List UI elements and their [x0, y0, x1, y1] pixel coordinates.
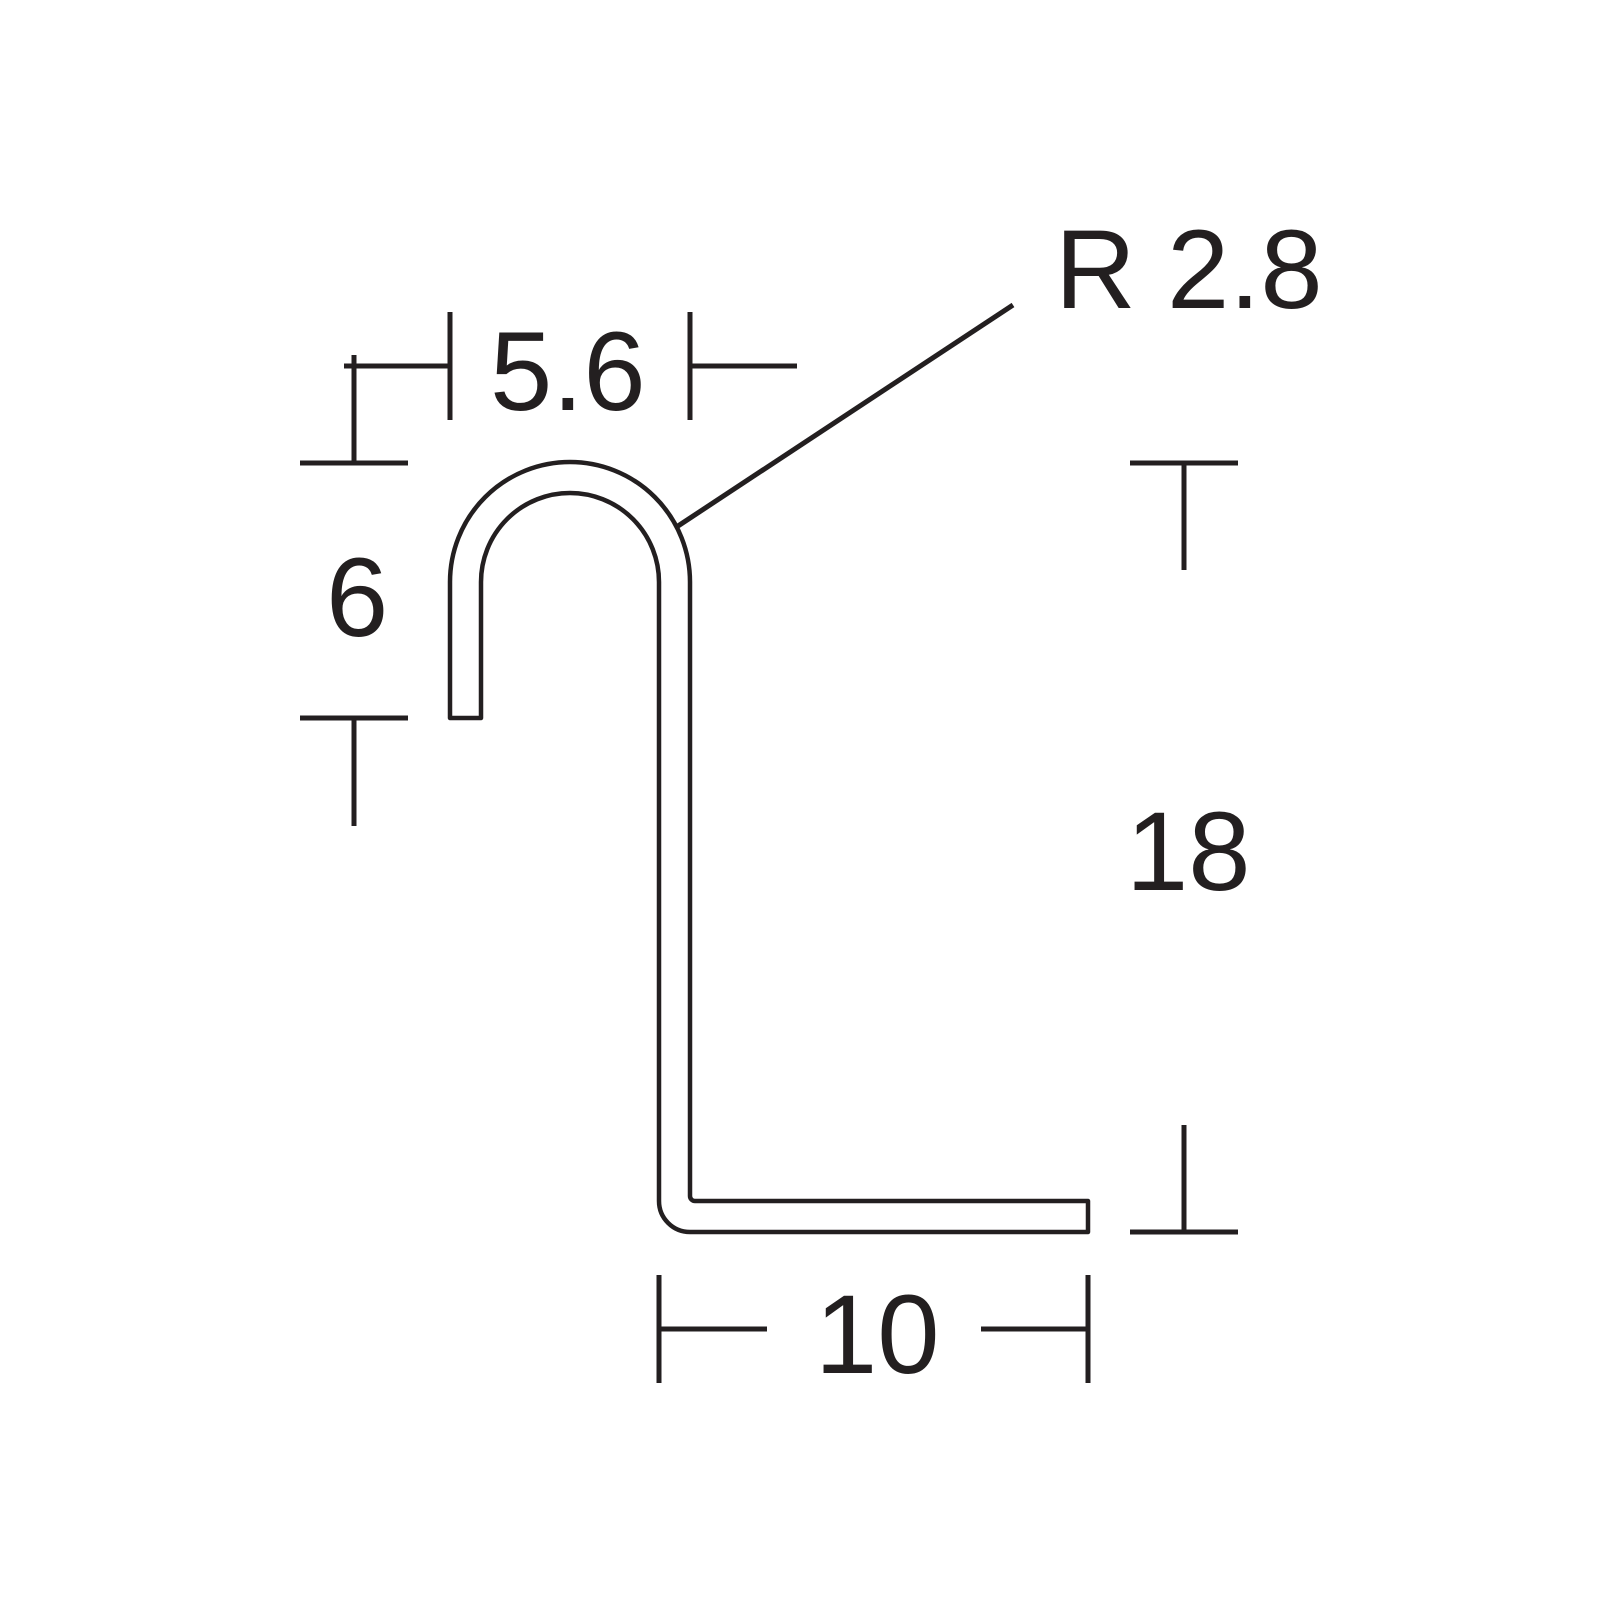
dimension-bottom-flange: 10 — [656, 1272, 1091, 1397]
label-bottom-flange: 10 — [815, 1272, 940, 1397]
label-total-height: 18 — [1126, 789, 1251, 914]
label-top-width: 5.6 — [490, 309, 646, 434]
dimension-hook-height: 6 — [300, 355, 408, 826]
dimension-top-width: 5.6 — [344, 309, 797, 434]
label-hook-height: 6 — [326, 535, 388, 660]
profile-outline — [447, 459, 1091, 1235]
label-radius: R 2.8 — [1055, 207, 1323, 332]
dimension-total-height: 18 — [1126, 460, 1251, 1235]
dimension-radius: R 2.8 — [676, 207, 1323, 529]
